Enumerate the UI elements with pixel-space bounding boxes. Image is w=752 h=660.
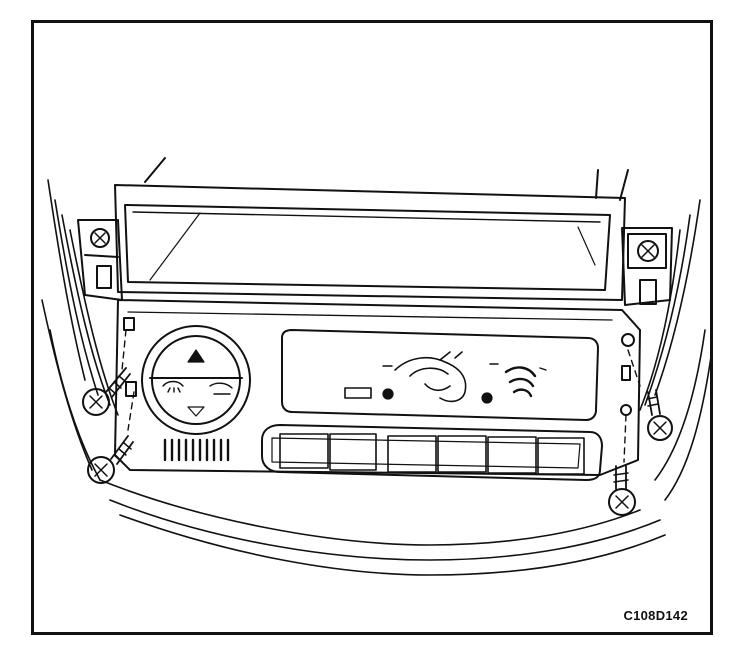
dash-contour-lines bbox=[41, 179, 713, 576]
down-arrow-icon bbox=[187, 406, 205, 417]
push-button-row bbox=[261, 424, 603, 481]
windshield-defrost-icon bbox=[162, 380, 184, 393]
fan-icon bbox=[382, 388, 394, 400]
up-arrow-icon bbox=[187, 349, 205, 363]
mode-selector-knob bbox=[141, 325, 251, 435]
rear-defrost-icon bbox=[481, 392, 493, 404]
temperature-dial-icon bbox=[394, 351, 467, 403]
defrost-indicator bbox=[344, 387, 372, 399]
storage-pocket bbox=[114, 157, 629, 301]
floor-vent-icon bbox=[209, 382, 233, 395]
screw-lower-right bbox=[608, 414, 636, 516]
right-mounting-bracket bbox=[621, 227, 673, 306]
screw-upper-right bbox=[627, 349, 673, 441]
vent-grille bbox=[163, 438, 230, 462]
screw-lower-left bbox=[87, 391, 135, 484]
screw-upper-left bbox=[82, 329, 131, 416]
figure-code: C108D142 bbox=[623, 608, 688, 623]
figure-frame bbox=[31, 20, 713, 635]
face-vent-icon bbox=[504, 366, 537, 398]
display-window bbox=[281, 329, 599, 421]
